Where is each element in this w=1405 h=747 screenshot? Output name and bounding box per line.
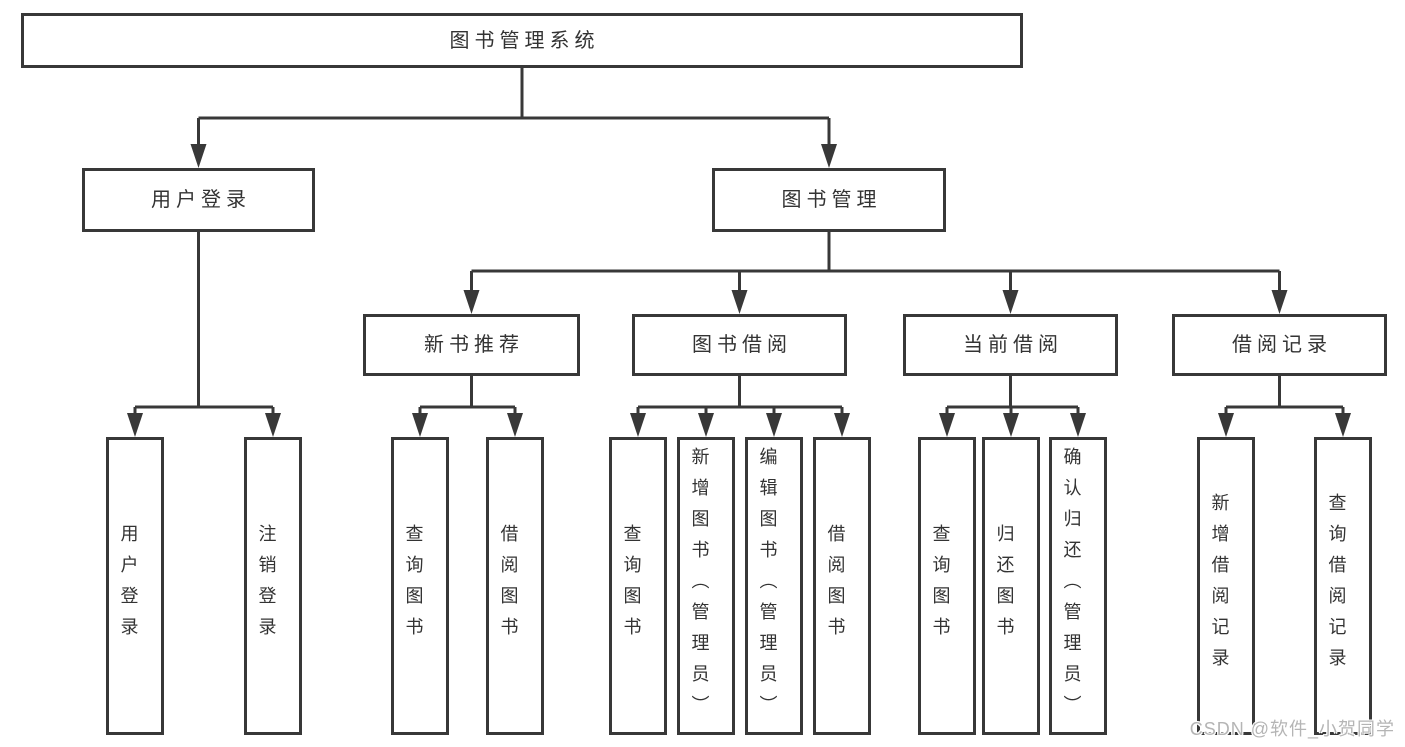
leaf-query-books-current-label: 查询图书 bbox=[930, 524, 951, 648]
arrow-down-icon bbox=[463, 271, 480, 314]
leaf-query-books-borrowing-label: 查询图书 bbox=[621, 524, 642, 648]
arrow-down-icon bbox=[1335, 407, 1351, 437]
leaf-edit-book-admin: 编辑图书（管理员） bbox=[745, 437, 803, 735]
arrow-down-icon bbox=[190, 118, 207, 168]
node-user-login: 用户登录 bbox=[82, 168, 315, 232]
node-new-book-recommend: 新书推荐 bbox=[363, 314, 580, 376]
node-root-label: 图书管理系统 bbox=[449, 29, 600, 52]
node-book-borrowing-label: 图书借阅 bbox=[692, 334, 792, 356]
arrow-down-icon bbox=[127, 407, 143, 437]
arrow-down-icon bbox=[1070, 407, 1086, 437]
leaf-query-books-recommend-label: 查询图书 bbox=[403, 524, 424, 648]
node-book-management-label: 图书管理 bbox=[781, 189, 882, 211]
leaf-query-books-borrowing: 查询图书 bbox=[609, 437, 667, 735]
leaf-return-book: 归还图书 bbox=[982, 437, 1040, 735]
leaf-add-book-admin: 新增图书（管理员） bbox=[677, 437, 735, 735]
arrow-down-icon bbox=[1218, 407, 1234, 437]
leaf-add-borrow-record-label: 新增借阅记录 bbox=[1209, 493, 1230, 679]
arrow-down-icon bbox=[821, 118, 837, 168]
leaf-borrow-books-recommend: 借阅图书 bbox=[486, 437, 544, 735]
leaf-query-borrow-record: 查询借阅记录 bbox=[1314, 437, 1372, 735]
arrow-down-icon bbox=[698, 407, 714, 437]
arrow-down-icon bbox=[731, 271, 748, 314]
node-user-login-label: 用户登录 bbox=[151, 189, 251, 211]
node-current-borrowing-label: 当前借阅 bbox=[963, 334, 1063, 356]
node-book-management: 图书管理 bbox=[712, 168, 946, 232]
node-book-borrowing: 图书借阅 bbox=[632, 314, 847, 376]
leaf-borrow-books-borrowing-label: 借阅图书 bbox=[825, 524, 846, 648]
node-borrow-records-label: 借阅记录 bbox=[1232, 334, 1332, 356]
arrow-down-icon bbox=[766, 407, 782, 437]
arrow-down-icon bbox=[412, 407, 428, 437]
csdn-watermark: CSDN @软件_小贺同学 bbox=[1189, 719, 1395, 739]
leaf-return-book-label: 归还图书 bbox=[994, 524, 1015, 648]
node-root: 图书管理系统 bbox=[21, 13, 1023, 68]
node-current-borrowing: 当前借阅 bbox=[903, 314, 1118, 376]
arrow-down-icon bbox=[265, 407, 281, 437]
leaf-confirm-return-admin: 确认归还（管理员） bbox=[1049, 437, 1107, 735]
arrow-down-icon bbox=[507, 407, 523, 437]
leaf-user-login: 用户登录 bbox=[106, 437, 164, 735]
leaf-add-borrow-record: 新增借阅记录 bbox=[1197, 437, 1255, 735]
leaf-query-books-current: 查询图书 bbox=[918, 437, 976, 735]
leaf-user-login-label: 用户登录 bbox=[118, 524, 139, 648]
leaf-query-borrow-record-label: 查询借阅记录 bbox=[1326, 493, 1347, 679]
arrow-down-icon bbox=[939, 407, 955, 437]
leaf-borrow-books-recommend-label: 借阅图书 bbox=[498, 524, 519, 648]
arrow-down-icon bbox=[1003, 407, 1019, 437]
leaf-edit-book-admin-label: 编辑图书（管理员） bbox=[757, 446, 778, 726]
leaf-add-book-admin-label: 新增图书（管理员） bbox=[689, 446, 710, 726]
arrow-down-icon bbox=[1271, 271, 1288, 314]
leaf-query-books-recommend: 查询图书 bbox=[391, 437, 449, 735]
node-borrow-records: 借阅记录 bbox=[1172, 314, 1387, 376]
arrow-down-icon bbox=[1002, 271, 1019, 314]
leaf-confirm-return-admin-label: 确认归还（管理员） bbox=[1061, 446, 1082, 726]
arrow-down-icon bbox=[834, 407, 850, 437]
node-new-book-recommend-label: 新书推荐 bbox=[424, 334, 524, 356]
leaf-logout: 注销登录 bbox=[244, 437, 302, 735]
leaf-logout-label: 注销登录 bbox=[256, 524, 277, 648]
arrow-down-icon bbox=[630, 407, 646, 437]
leaf-borrow-books-borrowing: 借阅图书 bbox=[813, 437, 871, 735]
